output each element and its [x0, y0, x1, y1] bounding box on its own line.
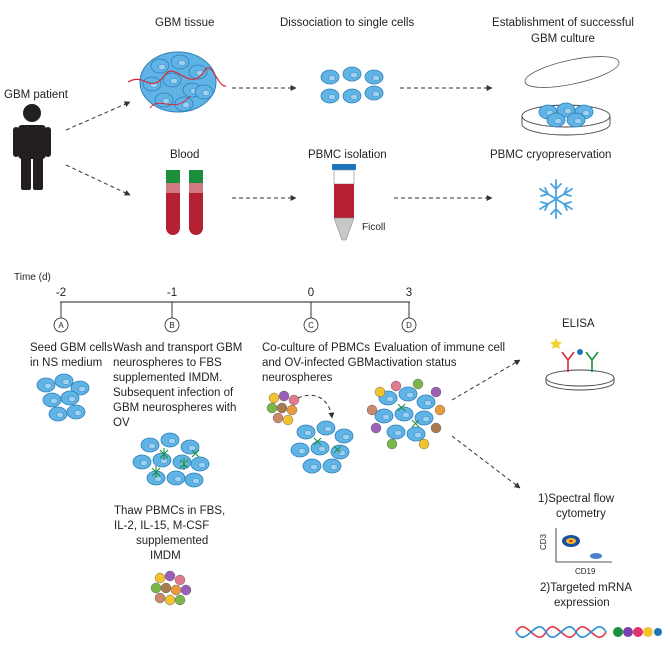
svg-text:B: B [169, 321, 174, 330]
mrna-text-line2: expression [554, 597, 610, 609]
tick-label: 0 [308, 287, 314, 299]
step-c-text-line2: and OV-infected GBM [262, 357, 374, 369]
elisa-label: ELISA [562, 318, 595, 330]
svg-text:A: A [58, 321, 64, 330]
mrna-icon [515, 626, 662, 638]
blood-label: Blood [170, 149, 199, 161]
flow-plot-icon [555, 528, 612, 563]
thaw-text-line4: IMDM [150, 550, 181, 562]
step-b-text-line5: GBM neurospheres with [113, 402, 236, 414]
tick-day-0: 0 [308, 287, 314, 318]
infected-neurosphere-icon [132, 432, 210, 488]
tick-label: -2 [56, 287, 66, 299]
coculture-icon [266, 390, 354, 474]
centrifuge-tube-icon [332, 164, 356, 241]
thaw-text-line3: supplemented [136, 535, 208, 547]
patient-label: GBM patient [4, 89, 69, 101]
step-b-circle: B [164, 317, 180, 333]
neurosphere-icon [36, 373, 90, 422]
flow-text-line2: cytometry [556, 508, 606, 520]
flow-y-axis-label: CD3 [539, 533, 548, 550]
gbm-tissue-label: GBM tissue [155, 17, 214, 29]
step-c-text-line1: Co-culture of PBMCs [262, 342, 370, 354]
person-icon [13, 104, 51, 190]
svg-text:D: D [406, 321, 412, 330]
step-b-text-line2: neurospheres to FBS [113, 357, 222, 369]
tick-label: 3 [406, 287, 412, 299]
thaw-text-line2: IL-2, IL-15, M-CSF [114, 520, 209, 532]
tick-day-3: 3 [406, 287, 412, 318]
arrow-patient-to-tissue [65, 101, 131, 131]
blood-tubes-icon [166, 170, 203, 235]
culture-label-line2: GBM culture [531, 33, 595, 45]
pbmc-isolation-label: PBMC isolation [308, 149, 387, 161]
tick-label: -1 [167, 287, 177, 299]
step-a-circle: A [53, 317, 69, 333]
time-axis-label: Time (d) [14, 272, 51, 283]
step-d-circle: D [401, 317, 417, 333]
step-a-text-line1: Seed GBM cells [30, 342, 113, 354]
step-b-text-line6: OV [113, 417, 130, 429]
tick-day-minus1: -1 [167, 287, 177, 318]
cryo-label: PBMC cryopreservation [490, 149, 611, 161]
petri-dish-icon [521, 56, 620, 136]
flow-x-axis-label: CD19 [575, 567, 596, 576]
step-d-text-line1: Evaluation of immune cell [374, 342, 505, 354]
flow-text-line1: 1)Spectral flow [538, 493, 615, 505]
dissociation-label: Dissociation to single cells [280, 17, 414, 29]
pbmc-cluster-icon [150, 570, 192, 606]
ficoll-label: Ficoll [362, 222, 385, 233]
step-b-text-line1: Wash and transport GBM [113, 342, 242, 354]
step-a-text-line2: in NS medium [30, 357, 102, 369]
single-cells-icon [320, 66, 384, 104]
snowflake-icon [539, 179, 573, 219]
virus-icon [151, 448, 200, 478]
arrow-patient-to-blood [65, 164, 131, 196]
thaw-text-line1: Thaw PBMCs in FBS, [114, 505, 225, 517]
step-c-text-line3: neurospheres [262, 372, 333, 384]
step-d-text-line2: activation status [374, 357, 457, 369]
step-b-text-line3: supplemented IMDM. [113, 372, 222, 384]
step-b-text-line4: Subsequent infection of [113, 387, 234, 399]
svg-text:C: C [308, 321, 314, 330]
tick-day-minus2: -2 [56, 287, 66, 318]
elisa-icon [545, 338, 615, 391]
mrna-text-line1: 2)Targeted mRNA [540, 582, 632, 594]
arrow-to-elisa [451, 359, 521, 401]
activated-cluster-icon [366, 378, 446, 450]
arrow-to-flow [451, 435, 521, 489]
culture-label-line1: Establishment of successful [492, 17, 634, 29]
step-c-circle: C [303, 317, 319, 333]
gbm-tissue-icon [127, 51, 227, 113]
